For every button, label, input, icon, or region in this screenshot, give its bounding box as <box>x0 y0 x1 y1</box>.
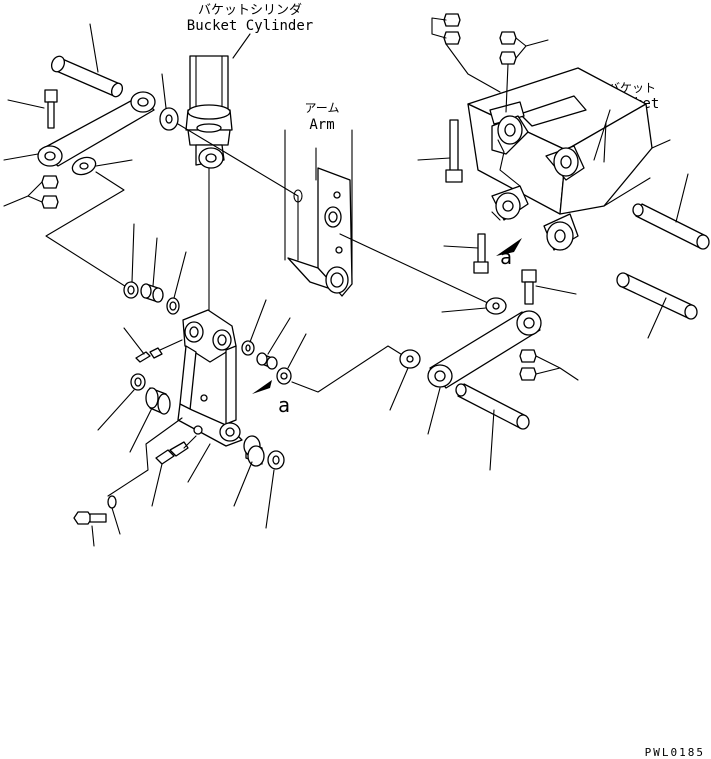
right-bolts <box>417 119 577 305</box>
arm <box>284 129 491 305</box>
bucket-pin-upper <box>632 173 710 250</box>
grease-fitting-lower <box>151 425 211 507</box>
bucket-pin-lower <box>616 272 698 339</box>
bucket-cylinder <box>185 33 251 321</box>
drawing-code: PWL0185 <box>645 746 705 759</box>
right-link-nuts <box>519 349 579 381</box>
left-pin <box>50 23 124 98</box>
reference-a-center: a <box>278 393 290 417</box>
lower-bolt-washer <box>73 417 183 547</box>
right-washer <box>441 297 507 315</box>
center-right-parts <box>241 299 405 394</box>
arm-label-jp: アーム <box>305 101 340 115</box>
right-top-nuts <box>431 13 549 113</box>
center-bushings <box>123 223 187 315</box>
bucket-link-frame <box>177 309 243 447</box>
left-link <box>3 91 156 167</box>
bucket-bosses <box>491 115 585 256</box>
bucket-cylinder-label-jp: バケットシリンダ <box>198 3 302 18</box>
bucket-cylinder-label-en: Bucket Cylinder <box>187 18 313 34</box>
right-link-pin <box>455 383 530 471</box>
center-washer-top <box>159 73 299 197</box>
left-nuts <box>3 175 59 209</box>
grease-fitting-upper <box>123 327 183 363</box>
right-link <box>389 310 542 435</box>
arm-label-en: Arm <box>309 117 334 133</box>
left-washer <box>45 156 133 289</box>
center-lower-bushings <box>97 373 285 529</box>
left-bolt <box>7 89 58 129</box>
